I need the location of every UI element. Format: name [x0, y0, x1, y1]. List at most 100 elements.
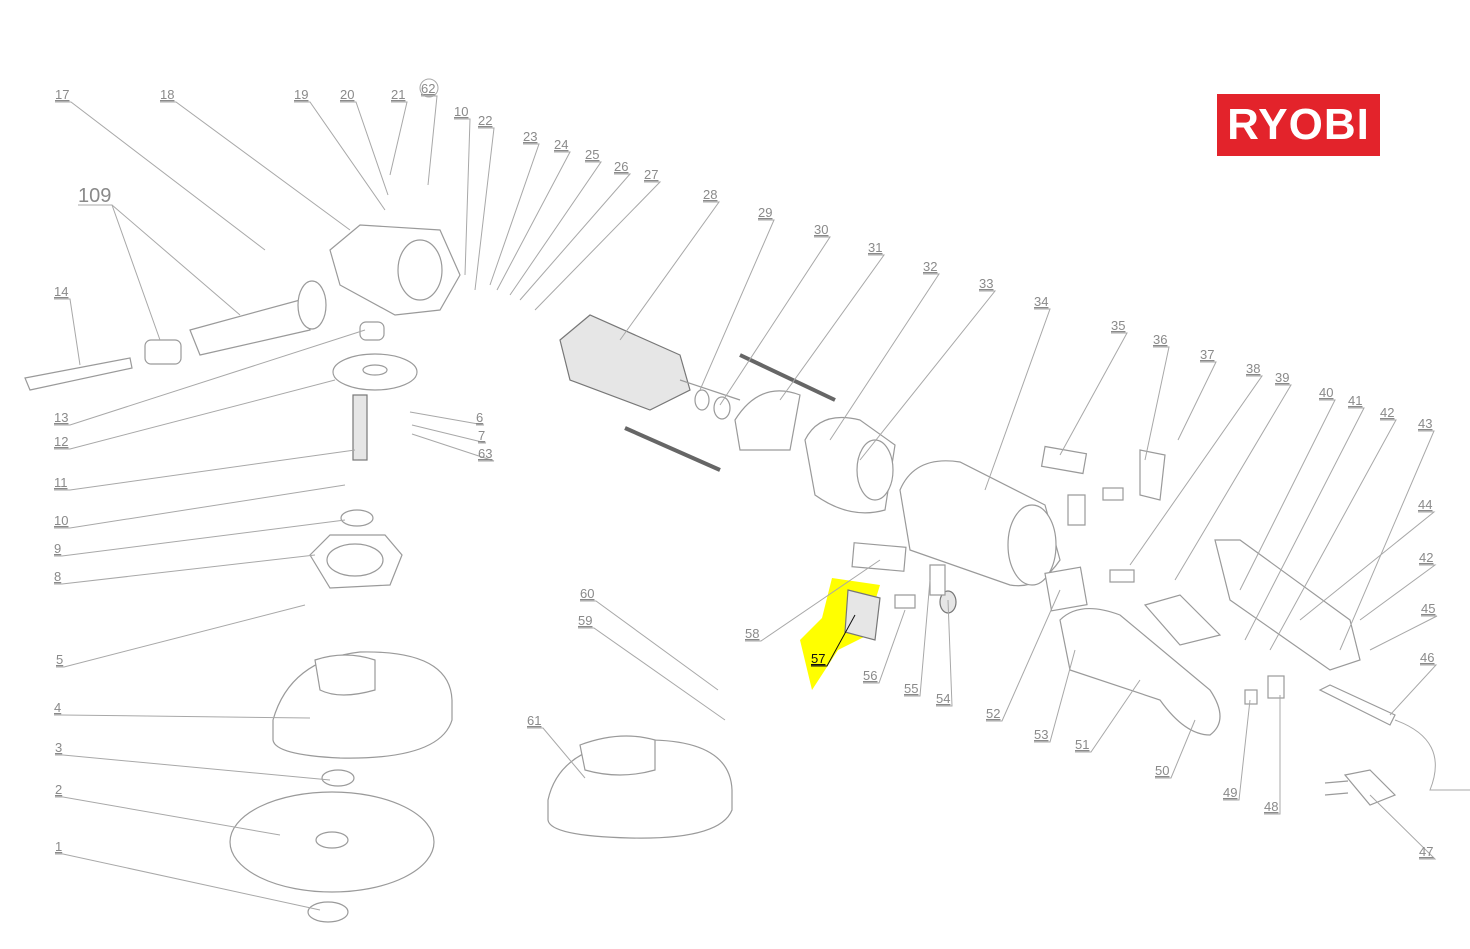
part-label-24[interactable]: 24: [554, 137, 568, 152]
part-label-10[interactable]: 10: [454, 104, 468, 119]
leader-line-52: [986, 589, 1061, 722]
part-label-50[interactable]: 50: [1155, 763, 1169, 778]
part-label-4[interactable]: 4: [54, 700, 61, 715]
part-label-62[interactable]: 62: [421, 81, 435, 96]
part-label-17[interactable]: 17: [55, 87, 69, 102]
side-handle-cap[interactable]: [144, 339, 182, 365]
leader-line-42: [1359, 564, 1437, 621]
part-label-12[interactable]: 12: [54, 434, 68, 449]
part-label-23[interactable]: 23: [523, 129, 537, 144]
part-label-58[interactable]: 58: [745, 626, 759, 641]
part-label-46[interactable]: 46: [1420, 650, 1434, 665]
part-label-52[interactable]: 52: [986, 706, 1000, 721]
part-label-39[interactable]: 39: [1275, 370, 1289, 385]
part-label-25[interactable]: 25: [585, 147, 599, 162]
spanner[interactable]: [24, 357, 133, 391]
part-label-28[interactable]: 28: [703, 187, 717, 202]
part-label-2[interactable]: 2: [55, 782, 62, 797]
part-label-9[interactable]: 9: [54, 541, 61, 556]
part-label-45[interactable]: 45: [1421, 601, 1435, 616]
switch[interactable]: [929, 564, 946, 596]
switch-connector[interactable]: [894, 594, 916, 609]
brush-holder[interactable]: [1067, 494, 1086, 526]
part-label-55[interactable]: 55: [904, 681, 918, 696]
bearing[interactable]: [340, 509, 374, 527]
part-label-19[interactable]: 19: [294, 87, 308, 102]
switch-cover-57[interactable]: [844, 589, 881, 641]
armature-washer[interactable]: [713, 396, 731, 420]
part-label-48[interactable]: 48: [1264, 799, 1278, 814]
part-label-47[interactable]: 47: [1419, 844, 1433, 859]
clamp-nut[interactable]: [307, 901, 349, 923]
part-label-11[interactable]: 11: [54, 475, 68, 490]
part-label-42[interactable]: 42: [1419, 550, 1433, 565]
spindle[interactable]: [352, 394, 368, 461]
part-label-51[interactable]: 51: [1075, 737, 1089, 752]
part-label-29[interactable]: 29: [758, 205, 772, 220]
part-label-7[interactable]: 7: [478, 428, 485, 443]
armature-bearing[interactable]: [694, 389, 710, 411]
plug[interactable]: [1343, 769, 1397, 806]
part-label-34[interactable]: 34: [1034, 294, 1048, 309]
flange[interactable]: [321, 769, 355, 787]
cord-clamp[interactable]: [1244, 689, 1258, 705]
part-label-32[interactable]: 32: [923, 259, 937, 274]
part-label-21[interactable]: 21: [391, 87, 405, 102]
gear-hub: [362, 364, 388, 376]
part-label-8[interactable]: 8: [54, 569, 61, 584]
baffle[interactable]: [734, 390, 801, 451]
part-label-53[interactable]: 53: [1034, 727, 1048, 742]
part-label-33[interactable]: 33: [979, 276, 993, 291]
side-handle[interactable]: [189, 299, 311, 356]
part-label-37[interactable]: 37: [1200, 347, 1214, 362]
part-label-5[interactable]: 5: [56, 652, 63, 667]
part-label-38[interactable]: 38: [1246, 361, 1260, 376]
part-label-49[interactable]: 49: [1223, 785, 1237, 800]
part-label-31[interactable]: 31: [868, 240, 882, 255]
part-label-63[interactable]: 63: [478, 446, 492, 461]
long-screw-lower[interactable]: [624, 426, 721, 472]
leader-lines: [54, 95, 1438, 911]
part-label-109[interactable]: 109: [78, 185, 111, 207]
part-label-27[interactable]: 27: [644, 167, 658, 182]
leader-line-43: [1339, 430, 1435, 651]
part-label-36[interactable]: 36: [1153, 332, 1167, 347]
part-label-41[interactable]: 41: [1348, 393, 1362, 408]
part-label-42[interactable]: 42: [1380, 405, 1394, 420]
part-label-59[interactable]: 59: [578, 613, 592, 628]
part-label-57[interactable]: 57: [811, 651, 825, 666]
part-label-1[interactable]: 1: [55, 839, 62, 854]
part-label-6[interactable]: 6: [476, 410, 483, 425]
part-label-61[interactable]: 61: [527, 713, 541, 728]
part-label-13[interactable]: 13: [54, 410, 68, 425]
rear-handle[interactable]: [1059, 607, 1221, 736]
armature[interactable]: [559, 314, 691, 411]
part-label-3[interactable]: 3: [55, 740, 62, 755]
leader-line-39: [1174, 384, 1292, 581]
brush-holder-cover[interactable]: [1139, 449, 1166, 501]
capacitor[interactable]: [1109, 569, 1135, 583]
cord-clamp-block[interactable]: [1267, 675, 1285, 699]
cord-guard[interactable]: [1318, 684, 1396, 726]
part-label-10[interactable]: 10: [54, 513, 68, 528]
part-label-56[interactable]: 56: [863, 668, 877, 683]
carbon-brush[interactable]: [1102, 487, 1124, 501]
part-label-54[interactable]: 54: [936, 691, 950, 706]
part-label-44[interactable]: 44: [1418, 497, 1432, 512]
part-label-22[interactable]: 22: [478, 113, 492, 128]
leader-line-14: [54, 298, 81, 366]
part-label-40[interactable]: 40: [1319, 385, 1333, 400]
part-label-60[interactable]: 60: [580, 586, 594, 601]
long-screw-upper[interactable]: [739, 353, 836, 402]
part-label-26[interactable]: 26: [614, 159, 628, 174]
part-label-14[interactable]: 14: [54, 284, 68, 299]
part-label-35[interactable]: 35: [1111, 318, 1125, 333]
part-label-30[interactable]: 30: [814, 222, 828, 237]
part-label-43[interactable]: 43: [1418, 416, 1432, 431]
part-label-20[interactable]: 20: [340, 87, 354, 102]
handle-cover[interactable]: [1214, 539, 1361, 671]
bushing[interactable]: [359, 321, 385, 341]
switch-lever[interactable]: [1143, 594, 1222, 646]
part-label-18[interactable]: 18: [160, 87, 174, 102]
